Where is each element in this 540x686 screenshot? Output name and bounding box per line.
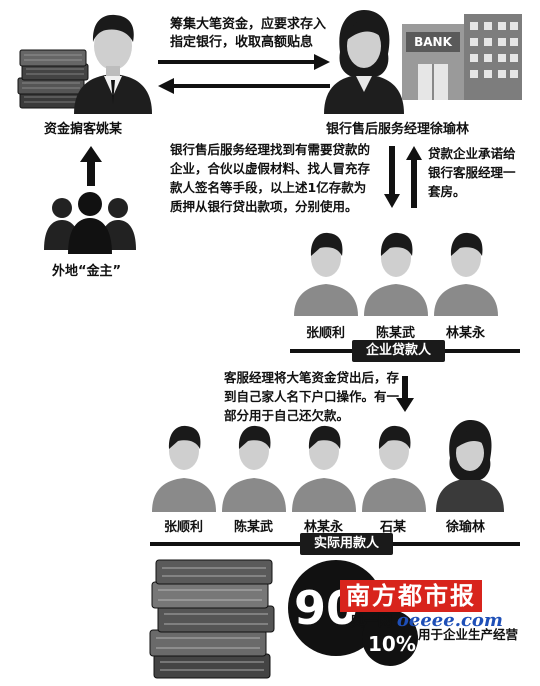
money-stack-bottom	[148, 559, 278, 686]
promise-text: 贷款企业承诺给银行客服经理一套房。	[428, 146, 516, 199]
bank-sign: BANK	[414, 35, 452, 49]
borrower-name-2: 陈某武	[376, 326, 416, 341]
investors-group	[40, 190, 140, 258]
investors-label: 外地“金主”	[52, 264, 122, 279]
arrow-down-icon	[384, 146, 400, 208]
bank-icon	[402, 14, 522, 100]
pct-10-text: 用于企业生产经营	[418, 627, 519, 642]
actual-name-2: 陈某武	[234, 520, 274, 535]
borrowers-band-label: 企业贷款人	[352, 340, 446, 362]
arrow-right-icon	[158, 54, 330, 70]
manager-figure	[318, 4, 410, 120]
arrow-investors-up	[80, 146, 102, 190]
borrower-name-1: 张顺利	[306, 326, 346, 341]
actual-name-1: 张顺利	[164, 520, 204, 535]
deposit-description: 筹集大笔资金，应要求存入指定银行，收取高额贴息	[170, 17, 327, 50]
businesswoman-icon	[324, 10, 404, 114]
bank-building: BANK	[402, 14, 522, 104]
arrow-to-manager	[158, 54, 330, 74]
pct-10-value: 10%	[368, 632, 416, 656]
agent-figure	[68, 6, 158, 120]
arrow-down-to-borrowers	[384, 146, 400, 212]
actual-users-icons	[152, 420, 504, 512]
actual-name-5: 徐瑜林	[446, 520, 486, 535]
arrow-up-icon	[80, 146, 102, 186]
arrow-to-agent	[158, 78, 330, 98]
actual-name-4: 石某	[380, 520, 407, 535]
actual-name-3: 林某永	[304, 520, 344, 535]
manager-action-text: 银行售后服务经理找到有需要贷款的企业，合伙以虚假材料、找人冒充存款人签名等手段，…	[170, 142, 371, 214]
portal-url: oeeee.com	[396, 610, 503, 631]
arrow-up-icon	[406, 146, 422, 208]
businessman-icon	[74, 14, 152, 114]
arrow-up-to-manager	[406, 146, 422, 212]
borrowers-figures	[292, 226, 502, 320]
money-stack-icon	[149, 559, 275, 679]
arrow-down-icon	[396, 376, 414, 412]
portal-watermark: 奥一网 oeeee.com	[350, 610, 503, 631]
actual-users-figures	[150, 418, 510, 516]
transfer-text: 客服经理将大笔资金贷出后，存到自己家人名下户口操作。有一部分用于自己还欠款。	[224, 370, 400, 423]
pct-10-circle: 10%	[362, 610, 418, 666]
borrowers-icons	[294, 232, 498, 316]
manager-label: 银行售后服务经理徐瑜林	[326, 122, 470, 137]
newspaper-logo: 南方都市报	[340, 580, 482, 612]
agent-label: 资金掮客姚某	[44, 122, 123, 137]
borrower-name-3: 林某永	[446, 326, 486, 341]
arrow-down-to-actual	[396, 376, 414, 416]
group-people-icon	[44, 192, 136, 254]
actual-band-label: 实际用款人	[300, 533, 394, 555]
arrow-left-icon	[158, 78, 330, 94]
portal-name: 奥一网	[350, 614, 392, 630]
